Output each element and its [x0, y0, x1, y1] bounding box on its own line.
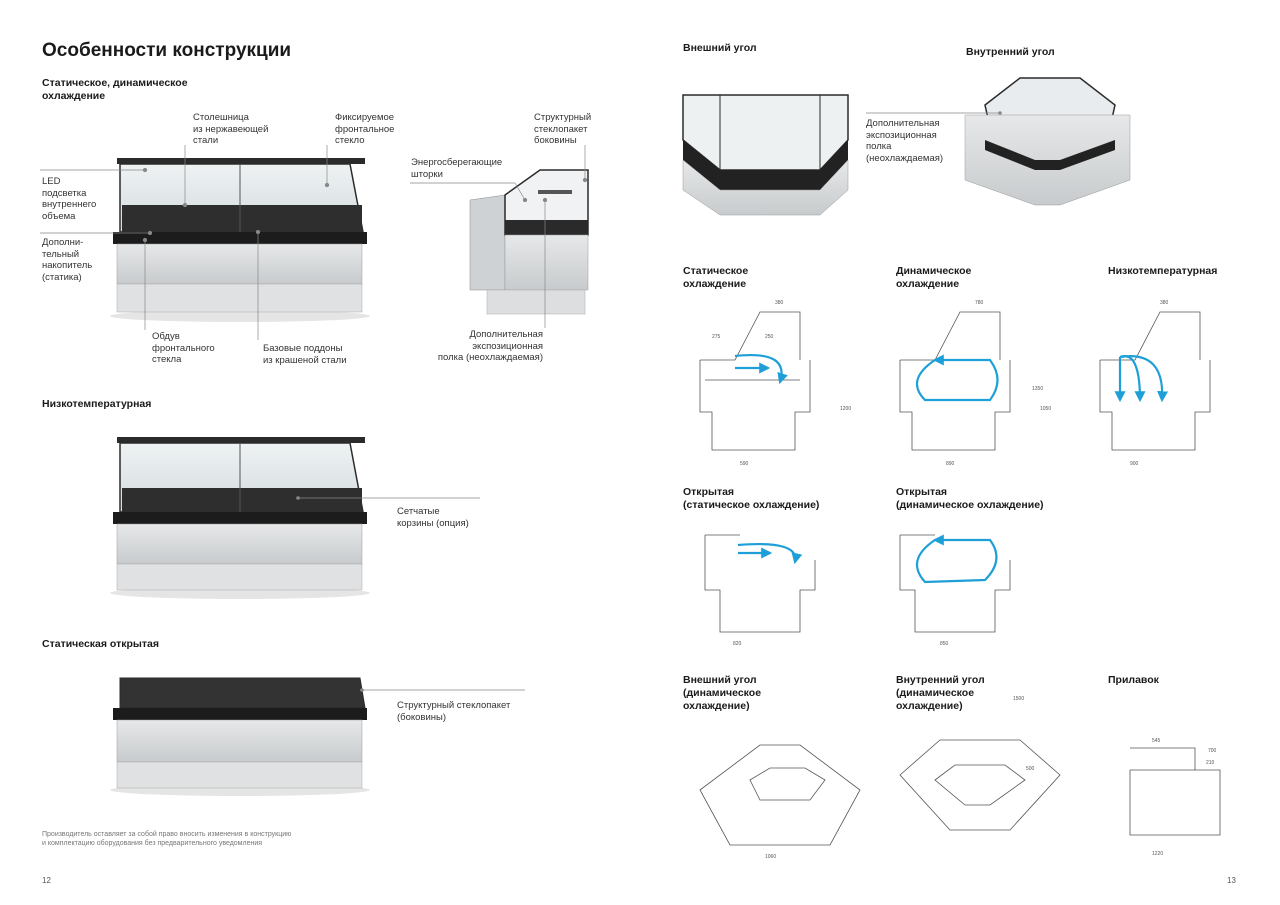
dim-545: 545 — [1152, 738, 1161, 744]
diagram-inner-corner-plan — [899, 739, 1061, 831]
section-static-dynamic: Статическое, динамическое охлаждение — [42, 77, 188, 102]
callout-struct-glass-sides: Структурный стеклопакет (боковины) — [397, 700, 511, 723]
diagram-title-inner-corner-dyn: Внутренний угол (динамическое охлаждение… — [896, 674, 985, 712]
callout-lines-1 — [40, 145, 588, 340]
page-number-left: 12 — [42, 876, 51, 885]
dim-890: 890 — [946, 461, 955, 467]
dim-500: 500 — [1026, 766, 1035, 772]
diagram-static — [699, 311, 811, 451]
technical-diagrams — [699, 311, 1221, 846]
dim-1220: 1220 — [1152, 851, 1163, 857]
heading-outer-corner: Внешний угол — [683, 42, 757, 54]
diagram-counter — [1129, 747, 1221, 836]
diagram-title-open-dynamic: Открытая (динамическое охлаждение) — [896, 486, 1044, 511]
dim-380-lt: 380 — [1160, 300, 1169, 306]
diagram-open-dynamic — [899, 534, 1011, 633]
dim-1200: 1200 — [840, 406, 851, 412]
callout-top-steel: Столешница из нержавеющей стали — [193, 112, 269, 146]
callout-extra-storage: Дополни- тельный накопитель (статика) — [42, 237, 93, 283]
page-title: Особенности конструкции — [42, 40, 292, 61]
callout-energy-curtains: Энергосберегающие шторки — [411, 157, 503, 180]
dim-380: 380 — [775, 300, 784, 306]
callout-mesh-baskets: Сетчатые корзины (опция) — [397, 506, 469, 529]
diagram-title-open-static: Открытая (статическое охлаждение) — [683, 486, 820, 511]
dim-210: 210 — [1206, 760, 1215, 766]
dim-1060: 1060 — [765, 854, 776, 860]
showcase-lowtemp — [110, 437, 480, 599]
section-static-open: Статическая открытая — [42, 638, 159, 650]
page-number-right: 13 — [1227, 876, 1236, 885]
diagram-title-counter: Прилавок — [1108, 674, 1159, 686]
showcase-static-dynamic — [110, 158, 370, 322]
callout-struct-glass: Структурный стеклопакет боковины — [534, 112, 592, 146]
dim-590: 590 — [740, 461, 749, 467]
dim-1050: 1050 — [1040, 406, 1051, 412]
diagram-open-static — [704, 534, 816, 633]
dim-700: 700 — [1208, 748, 1217, 754]
diagram-dynamic — [899, 311, 1011, 451]
diagram-title-lowtemp: Низкотемпературная — [1108, 265, 1218, 277]
dim-1500: 1500 — [1013, 696, 1024, 702]
render-outer-corner — [682, 94, 849, 216]
callout-led: LED подсветка внутреннего объема — [42, 176, 97, 222]
dimension-labels: 380 275 250 590 780 890 380 900 1350 120… — [712, 300, 1217, 860]
dim-820: 820 — [733, 641, 742, 647]
dim-780: 780 — [975, 300, 984, 306]
callout-corner-shelf: Дополнительная экспозиционная полка (нео… — [866, 118, 944, 164]
callout-extra-shelf: Дополнительная экспозиционная полка (нео… — [437, 329, 543, 363]
callout-fixed-glass: Фиксируемое фронтальное стекло — [335, 112, 395, 146]
diagram-title-static: Статическое охлаждение — [683, 265, 749, 290]
render-inner-corner — [866, 77, 1131, 206]
dim-1350: 1350 — [1032, 386, 1043, 392]
diagram-title-outer-corner-dyn: Внешний угол (динамическое охлаждение) — [683, 674, 762, 712]
dim-275: 275 — [712, 334, 721, 340]
showcase-static-open — [110, 677, 525, 796]
dim-900: 900 — [1130, 461, 1139, 467]
callout-airflow: Обдув фронтального стекла — [152, 331, 215, 365]
disclaimer: Производитель оставляет за собой право в… — [42, 831, 292, 847]
diagram-outer-corner-plan — [699, 744, 861, 846]
diagram-lowtemp — [1099, 311, 1211, 451]
showcase-side-view — [469, 169, 589, 315]
heading-inner-corner: Внутренний угол — [966, 46, 1055, 58]
dim-850: 850 — [940, 641, 949, 647]
section-lowtemp: Низкотемпературная — [42, 398, 152, 410]
dim-250: 250 — [765, 334, 774, 340]
diagram-title-dynamic: Динамическое охлаждение — [896, 265, 972, 290]
callout-base-trays: Базовые поддоны из крашеной стали — [263, 343, 347, 366]
